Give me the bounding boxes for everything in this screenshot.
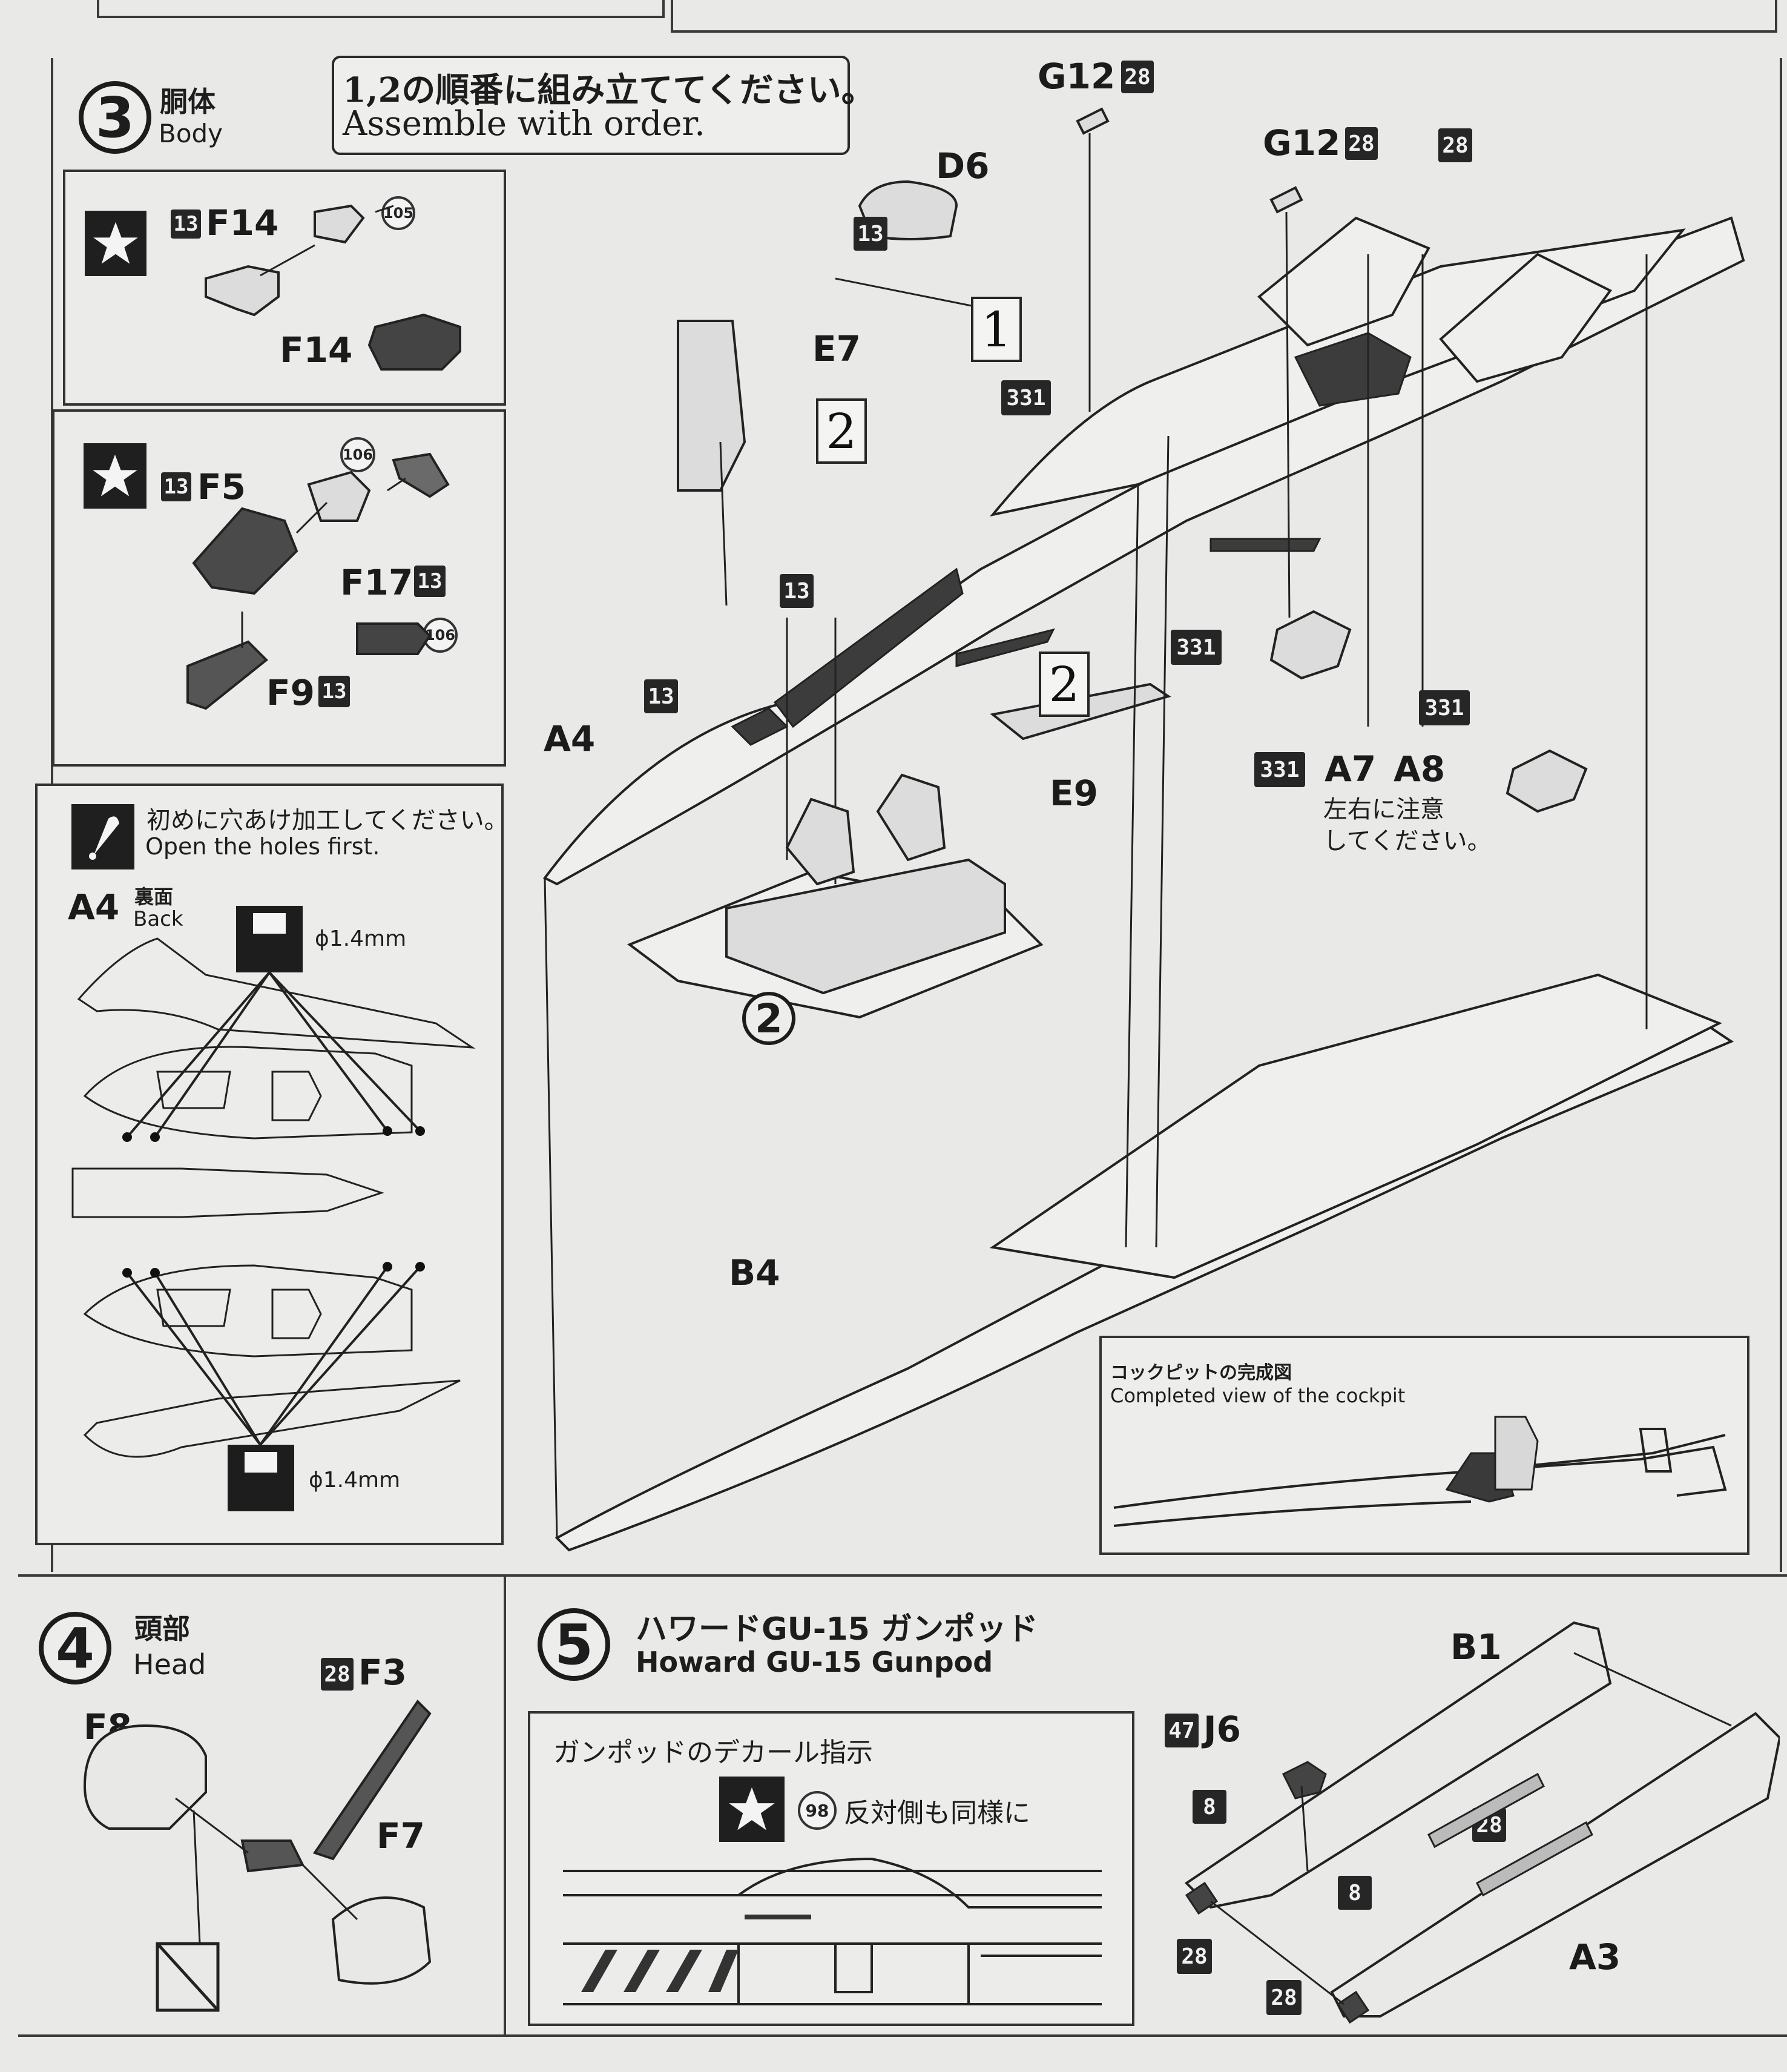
cockpit-view-title-en: Completed view of the cockpit [1110, 1384, 1406, 1407]
label-f3: F3 [358, 1652, 407, 1693]
paint-13-intake: 13 [780, 574, 814, 608]
holes-diameter-top: ϕ1.4mm [315, 926, 407, 951]
order-note-box [332, 56, 850, 155]
label-g12-right: G12 [1263, 122, 1341, 163]
label-a8: A8 [1394, 748, 1446, 790]
cockpit-view-drawing [1113, 1416, 1727, 1527]
decal-note: 反対側も同様に [844, 1798, 1030, 1829]
gunpod-assembly-drawing [1184, 1621, 1780, 2024]
star-icon [719, 1777, 785, 1842]
circle-step-2: 2 [742, 992, 795, 1045]
paint-13-a4: 13 [644, 679, 678, 713]
gunpod-decal-box [528, 1711, 1134, 2026]
holes-diameter-bottom: ϕ1.4mm [309, 1468, 401, 1493]
top-strip-box [97, 0, 665, 18]
label-a3: A3 [1569, 1936, 1621, 1978]
star-icon [84, 443, 146, 509]
label-f5: F5 [197, 466, 246, 507]
label-a4-holes: A4 [68, 886, 120, 928]
label-f9: F9 [266, 672, 315, 713]
step5-title-ja: ハワードGU-15 ガンポッド [636, 1611, 1038, 1648]
paint-47-j6: 47 [1165, 1714, 1199, 1747]
paint-331-b: 331 [1171, 630, 1222, 665]
lr-note-line1: 左右に注意 [1323, 796, 1444, 823]
label-b4: B4 [729, 1252, 780, 1293]
label-a4: A4 [544, 718, 596, 759]
paint-28-g12-top: 28 [1121, 61, 1154, 93]
holes-side-en: Back [133, 907, 183, 931]
label-j6: J6 [1203, 1709, 1241, 1750]
label-b1: B1 [1450, 1626, 1502, 1668]
holes-note-en: Open the holes first. [145, 833, 380, 860]
order-box-2-upper: 2 [816, 398, 867, 464]
decal-98: 98 [798, 1791, 837, 1830]
head-drawing [83, 1699, 432, 2012]
paint-13-f5: 13 [161, 472, 191, 501]
label-f14-a: F14 [206, 202, 279, 243]
paint-13-d6: 13 [854, 217, 887, 251]
main-body-assembly-drawing [542, 107, 1745, 1552]
step4-number: 4 [39, 1612, 111, 1684]
paint-13-f14: 13 [171, 210, 201, 239]
step3-title-ja: 胴体 [160, 85, 216, 118]
label-e9: E9 [1050, 773, 1098, 814]
paint-28-b: 28 [1177, 1939, 1212, 1974]
step5-title-en: Howard GU-15 Gunpod [636, 1646, 993, 1678]
paint-13-f17: 13 [414, 566, 446, 597]
f14-parts-drawing [205, 204, 461, 371]
f5-f17-f9-drawing [186, 452, 450, 710]
label-f17: F17 [340, 562, 413, 603]
holes-note-ja: 初めに穴あけ加工してください。 [146, 807, 508, 834]
order-note-ja: 1,2の順番に組み立ててください。 [343, 70, 875, 110]
divider-step4-step5 [504, 1574, 506, 2034]
label-d6: D6 [936, 145, 990, 186]
paint-331-c: 331 [1419, 690, 1470, 725]
label-e7: E7 [812, 328, 861, 369]
gunpod-decal-drawing [563, 1857, 1102, 2005]
divider-bottom [18, 2034, 1787, 2037]
paint-28-c: 28 [1266, 1980, 1302, 2015]
cockpit-view-box [1099, 1336, 1749, 1555]
paint-331-a: 331 [1001, 380, 1051, 415]
label-a7: A7 [1325, 748, 1377, 790]
divider-step3-bottom [18, 1574, 1787, 1577]
decal-106-a: 106 [340, 437, 375, 472]
holes-side-ja: 裏面 [134, 885, 174, 908]
step5-number: 5 [538, 1608, 610, 1681]
lr-note-line2: してください。 [1323, 827, 1492, 855]
paint-28-canopy: 28 [1438, 128, 1472, 162]
a4-back-drawing [71, 906, 476, 1511]
step4-title-en: Head [133, 1648, 206, 1681]
cockpit-view-title-ja: コックピットの完成図 [1110, 1362, 1292, 1384]
label-f14-b: F14 [280, 329, 353, 371]
label-f7: F7 [377, 1815, 425, 1856]
top-strip-box-right [671, 0, 1777, 33]
paint-13-f9: 13 [318, 676, 350, 707]
paint-28-g12-right: 28 [1345, 127, 1378, 160]
decal-105: 105 [381, 196, 415, 230]
paint-8-b: 8 [1338, 1876, 1372, 1910]
drill-icon [71, 804, 134, 869]
step3-number: 3 [79, 81, 151, 154]
paint-8-a: 8 [1193, 1790, 1226, 1824]
gunpod-decal-box-title: ガンポッドのデカール指示 [553, 1737, 873, 1768]
step3-title-en: Body [159, 119, 223, 148]
order-note-en: Assemble with order. [343, 104, 705, 144]
order-box-1: 1 [971, 297, 1022, 362]
order-box-2-mid: 2 [1039, 652, 1090, 717]
star-icon [85, 211, 146, 276]
label-g12-top: G12 [1038, 56, 1116, 97]
step4-title-ja: 頭部 [134, 1612, 190, 1645]
paint-28-f3: 28 [321, 1658, 354, 1691]
paint-331-d: 331 [1254, 752, 1305, 787]
